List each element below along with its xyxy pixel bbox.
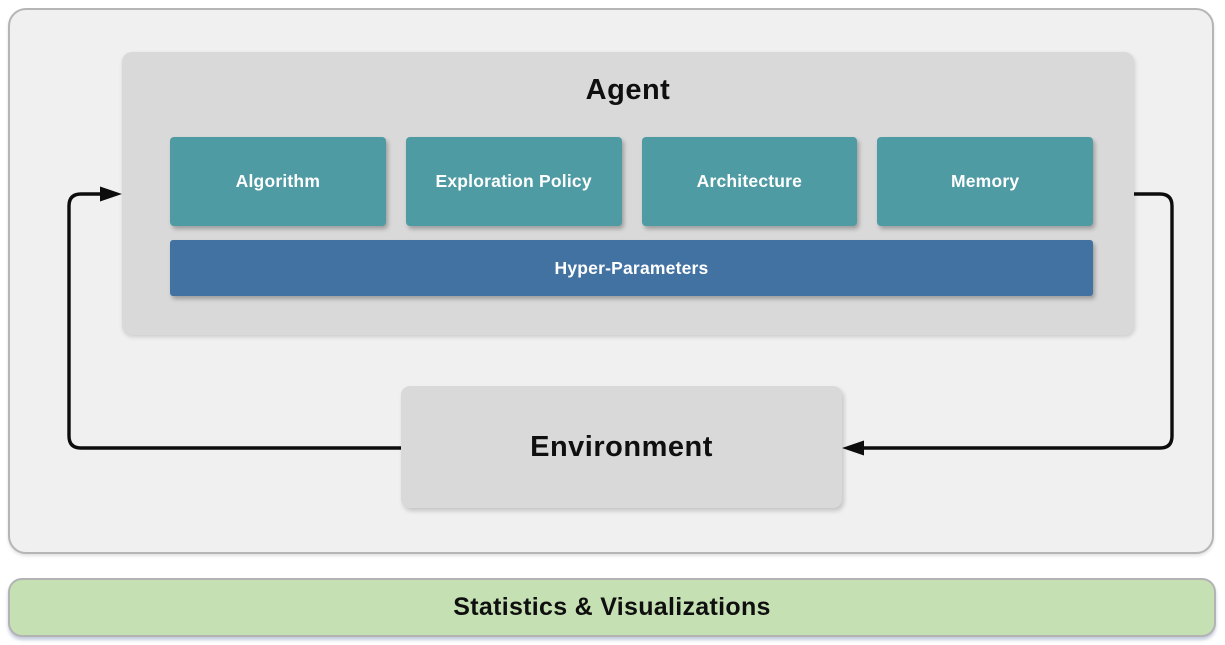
hyper-parameters-bar: Hyper-Parameters	[170, 240, 1093, 296]
statistics-visualizations-label: Statistics & Visualizations	[453, 593, 771, 621]
environment-title: Environment	[530, 430, 713, 463]
component-memory: Memory	[877, 137, 1093, 226]
component-architecture: Architecture	[641, 137, 858, 226]
component-exploration-policy: Exploration Policy	[405, 137, 622, 226]
environment-box: Environment	[401, 386, 842, 508]
agent-title: Agent	[585, 74, 671, 106]
component-algorithm: Algorithm	[170, 137, 386, 226]
statistics-visualizations-bar: Statistics & Visualizations	[8, 578, 1216, 637]
agent-components-row: Algorithm Exploration Policy Architectur…	[170, 137, 1093, 226]
agent-box: Agent Algorithm Exploration Policy Archi…	[122, 52, 1134, 335]
